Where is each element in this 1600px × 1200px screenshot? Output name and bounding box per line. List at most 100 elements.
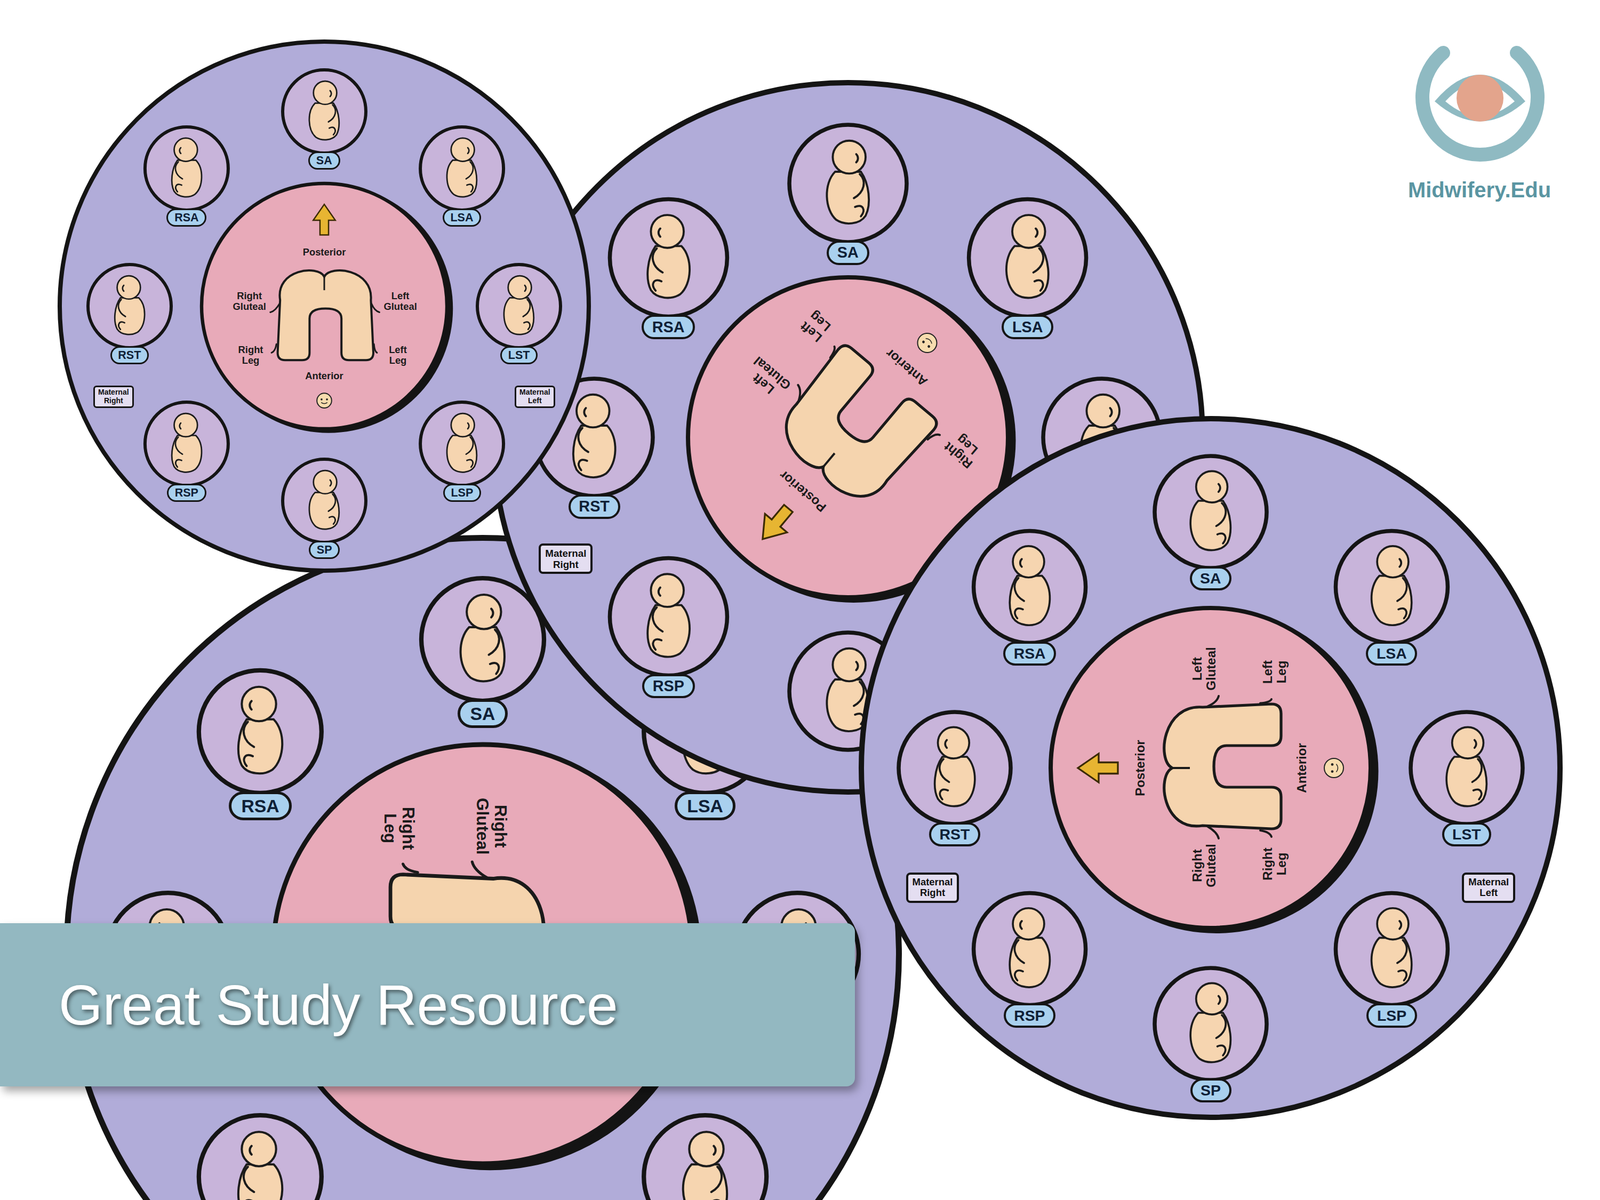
fetus-limbs (711, 1146, 722, 1200)
fetus-bubble (1335, 892, 1448, 1005)
fetus-limbs (1216, 484, 1227, 544)
fetus-limbs (652, 228, 663, 291)
position-code: SP (1200, 1081, 1221, 1099)
fetus-head (650, 573, 684, 607)
fetus-limbs (853, 661, 864, 725)
anatomy-label-text: Posterior (1132, 739, 1148, 796)
wheel-disc (861, 418, 1560, 1118)
anatomy-label-text: Left Leg (388, 344, 407, 366)
leader-line (403, 864, 419, 873)
position-code: RST (117, 348, 141, 362)
leader-line (1260, 830, 1272, 837)
position-pill: RSP (1003, 1003, 1056, 1028)
logo-eye (1434, 74, 1526, 122)
center-disc (201, 183, 447, 429)
gluteal-cleft (1172, 766, 1190, 770)
position-code: SA (1200, 569, 1221, 587)
face-smile (925, 337, 933, 344)
position-pill: LSA (1001, 314, 1054, 340)
leader-line (373, 344, 378, 353)
fetus-figure (460, 594, 505, 682)
fetus-limbs (175, 422, 183, 468)
fetus-bubble (421, 578, 544, 701)
position-code: SA (837, 243, 859, 261)
position-wheel: PosteriorRight GlutealLeft GlutealRight … (50, 32, 599, 581)
position-pill: SA (1189, 566, 1232, 591)
face-eye (921, 340, 926, 344)
fetus-figure (1190, 982, 1231, 1062)
fetus-bubble (198, 670, 322, 794)
face-icon (913, 329, 941, 357)
fetus-limbs (1397, 558, 1407, 619)
anatomy-label: Left Gluteal (382, 290, 418, 312)
fetus-limbs (328, 90, 336, 135)
position-pill: RSA (166, 208, 207, 227)
fetus-limbs (1014, 558, 1024, 619)
position-pill: RSA (228, 791, 292, 821)
anatomy-label: Anterior (1294, 742, 1309, 793)
position-code: RST (939, 825, 971, 843)
breech-figure (277, 270, 374, 360)
fetus-limbs (1014, 921, 1024, 981)
fetus-head (1377, 546, 1409, 578)
position-code: SA (316, 154, 333, 167)
fetus-head (1012, 214, 1046, 248)
fetus-bubble (609, 558, 727, 676)
fetus-bubble (1154, 968, 1267, 1080)
leader-line (827, 346, 838, 358)
fetus-head (650, 214, 684, 248)
logo-wordmark: Midwifery.Edu (1408, 178, 1551, 203)
leader-line (371, 303, 380, 312)
fetus-figure (1446, 726, 1487, 806)
fetus-head (174, 138, 198, 162)
position-code: LSA (450, 211, 474, 224)
position-pill: RST (568, 494, 621, 519)
anatomy-label: Right Leg (1260, 841, 1289, 887)
fetus-head (451, 413, 475, 437)
anatomy-label-text: Right Leg (1260, 847, 1289, 880)
wheel-art (851, 408, 1571, 1128)
position-pill: SP (308, 540, 340, 559)
fetus-bubble (282, 459, 366, 543)
position-code: RST (578, 497, 610, 515)
position-pill: LSP (443, 483, 482, 502)
logo-wordmark-text: Midwifery.Edu (1408, 178, 1551, 202)
anatomy-label: Posterior (302, 246, 347, 258)
position-code: SA (470, 703, 496, 724)
fetus-limbs (1216, 996, 1227, 1056)
fetus-limbs (489, 609, 500, 675)
leader-line (1260, 699, 1272, 704)
anatomy-label-text: Right Gluteal (233, 290, 267, 312)
direction-arrow (751, 499, 800, 549)
wheel-disc (59, 41, 589, 571)
fetus-bubble (282, 69, 366, 154)
fetus-figure (1371, 546, 1412, 626)
fetus-bubble (643, 670, 767, 794)
center-figure (270, 204, 380, 408)
gluteal-cleft (823, 453, 835, 467)
position-code: LSA (686, 795, 724, 816)
fetus-figure (309, 470, 340, 530)
anatomy-label-text: Posterior (302, 246, 347, 258)
fetus-figure (238, 1131, 283, 1200)
position-code: LSP (450, 486, 474, 500)
direction-arrow (1077, 753, 1118, 783)
gluteal-cleft (323, 276, 325, 291)
position-pill: LSA (442, 208, 482, 227)
fetus-head (1377, 908, 1409, 940)
face-eye (926, 344, 931, 349)
wheel-disc (66, 538, 900, 1200)
fetus-figure (647, 573, 690, 657)
fetus-limbs (328, 480, 336, 525)
fetus-limbs (578, 408, 589, 471)
position-pill: RST (929, 822, 981, 847)
fetus-figure (114, 275, 145, 335)
fetus-limbs (175, 147, 183, 192)
face-smile (1336, 764, 1339, 773)
position-pill: LSP (1366, 1003, 1417, 1028)
face-eye (320, 398, 323, 401)
maternal-side-text: Maternal Right (912, 876, 954, 899)
leader-line (1207, 696, 1219, 707)
fetus-head (1196, 982, 1228, 1015)
position-code: RSA (1013, 644, 1046, 662)
